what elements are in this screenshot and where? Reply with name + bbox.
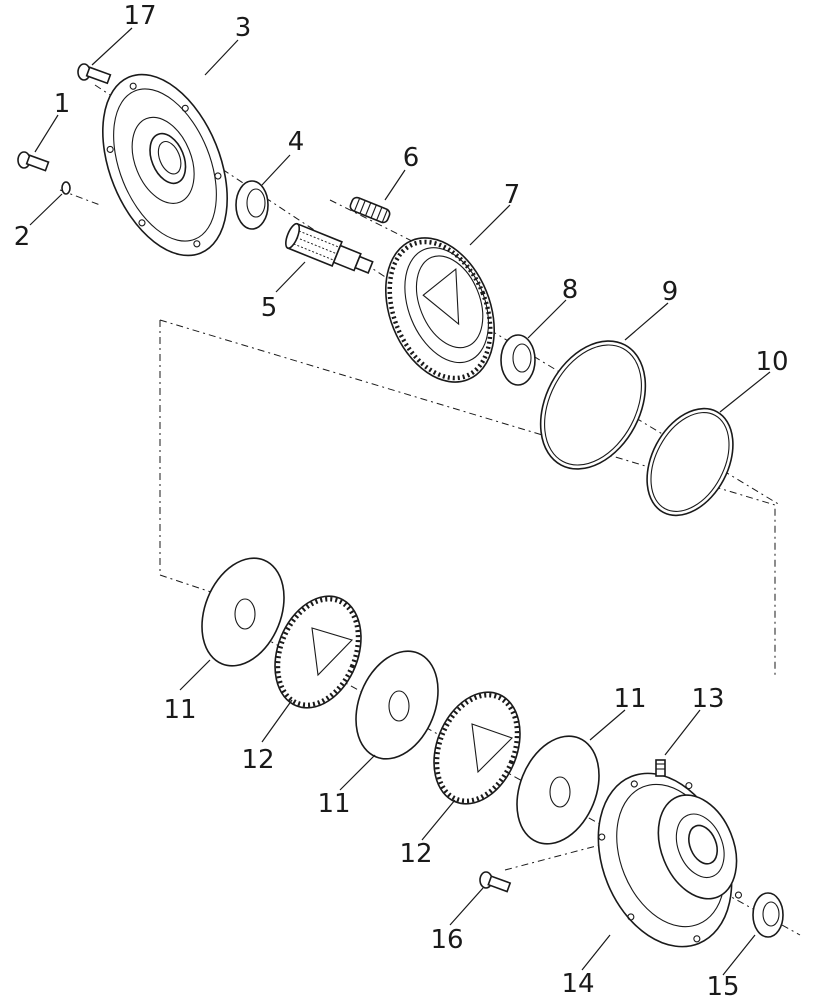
friction-disc-11b <box>355 650 439 760</box>
seal-ring-4 <box>235 180 269 230</box>
front-cover-plate <box>102 73 228 257</box>
callout-17: 17 <box>123 1 156 31</box>
callout-16: 16 <box>430 925 463 955</box>
callout-5: 5 <box>261 293 278 323</box>
callout-11-a: 11 <box>163 695 196 725</box>
callout-10: 10 <box>755 347 788 377</box>
friction-disc-11a <box>201 557 285 667</box>
o-ring-10 <box>646 407 734 517</box>
o-ring-9 <box>539 340 647 470</box>
rotor-gear-7 <box>384 237 496 383</box>
callout-8: 8 <box>562 275 579 305</box>
callout-15: 15 <box>706 972 739 1000</box>
callout-7: 7 <box>504 180 521 210</box>
toothed-disc-12a <box>274 595 362 709</box>
screw-16 <box>479 871 512 893</box>
callout-3: 3 <box>235 13 252 43</box>
drive-shaft-5 <box>285 222 374 275</box>
callout-12-b: 12 <box>399 839 432 869</box>
callout-labels: 17 3 1 2 4 6 5 7 8 9 10 11 12 11 12 11 1… <box>14 1 789 1000</box>
cover-screw-17 <box>77 63 112 85</box>
callout-1: 1 <box>54 89 71 119</box>
leader-lines <box>29 27 771 976</box>
screw-1 <box>17 151 50 172</box>
spring-6 <box>349 196 391 224</box>
output-seal-15 <box>752 892 784 938</box>
callout-6: 6 <box>403 143 420 173</box>
callout-12-a: 12 <box>241 745 274 775</box>
callout-2: 2 <box>14 222 31 252</box>
callout-14: 14 <box>561 969 594 999</box>
callout-9: 9 <box>662 277 679 307</box>
callout-11-b: 11 <box>317 789 350 819</box>
bearing-8 <box>500 334 536 386</box>
washer-2 <box>61 181 71 195</box>
rear-housing-14 <box>597 772 743 948</box>
callout-13: 13 <box>691 684 724 714</box>
screw-13 <box>655 759 666 777</box>
friction-disc-11c <box>516 735 600 845</box>
toothed-disc-12b <box>433 691 521 805</box>
callout-11-c: 11 <box>613 684 646 714</box>
callout-4: 4 <box>288 127 305 157</box>
